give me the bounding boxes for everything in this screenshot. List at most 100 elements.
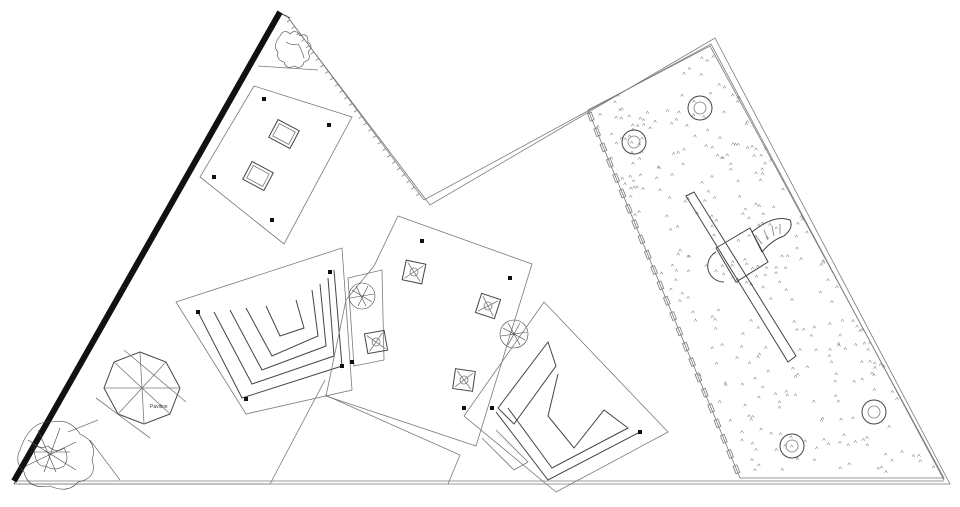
chair (401, 259, 427, 285)
grass-mark (674, 268, 679, 272)
grass-mark (761, 285, 765, 289)
grass-mark (678, 248, 682, 252)
grass-mark (757, 395, 761, 399)
grass-mark (774, 265, 778, 269)
grass-mark (686, 196, 690, 201)
grass-mark (715, 153, 720, 157)
grass-mark (827, 354, 832, 358)
edge-stone (637, 234, 646, 245)
edge-tick (382, 148, 386, 151)
grass-mark (872, 387, 877, 391)
edge-stone (650, 265, 658, 276)
edge-tick (325, 71, 329, 74)
grass-mark (680, 291, 685, 295)
grass-mark (803, 439, 808, 443)
grass-mark (833, 379, 837, 383)
planter (779, 433, 805, 459)
grass-mark (645, 110, 650, 114)
grass-mark (714, 361, 719, 365)
grass-mark (780, 254, 784, 258)
grass-mark (747, 216, 751, 220)
grass-mark (620, 176, 625, 180)
grass-mark (730, 263, 734, 267)
grass-mark (728, 418, 733, 422)
grass-mark (627, 114, 631, 118)
grass-mark (713, 326, 718, 330)
grass-mark (879, 465, 884, 469)
grass-mark (750, 144, 754, 148)
edge-stone (669, 311, 677, 322)
grass-mark (648, 126, 652, 130)
grass-mark (747, 233, 752, 237)
grass-mark (796, 372, 800, 376)
grass-mark (763, 345, 768, 349)
grass-mark (676, 252, 681, 256)
grass-mark (753, 468, 757, 472)
grass-mark (777, 405, 782, 409)
grass-mark (747, 414, 751, 418)
grass-mark (865, 435, 869, 439)
grass-mark (718, 136, 722, 140)
grass-mark (719, 156, 724, 160)
grass-mark (873, 365, 877, 369)
grass-mark (723, 383, 728, 387)
grass-mark (745, 145, 750, 150)
grass-mark (769, 431, 773, 435)
grass-mark (609, 132, 614, 136)
grass-mark (712, 233, 716, 237)
grass-mark (616, 93, 620, 97)
grass-mark (710, 224, 714, 228)
edge-tick (329, 77, 334, 81)
edge-stone (700, 387, 709, 398)
grass-mark (641, 186, 645, 191)
grass-mark (692, 99, 696, 103)
grass-mark (842, 433, 846, 437)
grass-mark (868, 359, 872, 363)
grass-mark (744, 262, 749, 266)
grass-mark (819, 418, 824, 422)
grass-mark (758, 178, 763, 182)
edge-stone (675, 326, 684, 337)
grass-mark (713, 317, 717, 321)
grass-mark (805, 230, 809, 234)
grass-mark (667, 195, 672, 199)
grass-mark (862, 341, 867, 345)
grass-mark (799, 257, 803, 261)
grass-mark (861, 437, 866, 441)
grass-mark (618, 108, 622, 112)
edge-tick (406, 180, 410, 184)
edge-tick (368, 128, 372, 132)
grass-mark (754, 147, 758, 151)
grass-mark (872, 373, 876, 377)
grass-mark (678, 298, 682, 303)
edge-tick (372, 135, 377, 139)
grass-mark (760, 171, 765, 175)
edge-stone (662, 295, 671, 306)
grass-mark (705, 58, 709, 62)
grass-mark (680, 93, 684, 97)
grass-mark (657, 166, 662, 170)
edge-stone (624, 203, 633, 214)
grass-mark (783, 266, 788, 270)
grass-mark (838, 466, 843, 470)
grass-mark (728, 167, 733, 171)
grass-mark (792, 319, 796, 323)
grass-mark (872, 361, 877, 365)
grass-mark (774, 271, 778, 275)
edge-stone (707, 403, 715, 414)
grass-mark (682, 147, 686, 151)
grass-mark (733, 142, 738, 146)
grass-mark (826, 442, 831, 446)
grass-mark (826, 278, 830, 282)
grass-mark (789, 435, 793, 439)
planter (621, 129, 647, 155)
grass-mark (818, 290, 823, 294)
edge-tick (415, 193, 420, 196)
grass-mark (665, 108, 670, 113)
grass-mark (736, 142, 741, 146)
pavilion-label: Pavilion (150, 404, 168, 410)
edge-stone (732, 464, 741, 475)
site-boundary (13, 11, 951, 485)
grass-mark (890, 389, 895, 393)
grass-mark (704, 143, 709, 148)
